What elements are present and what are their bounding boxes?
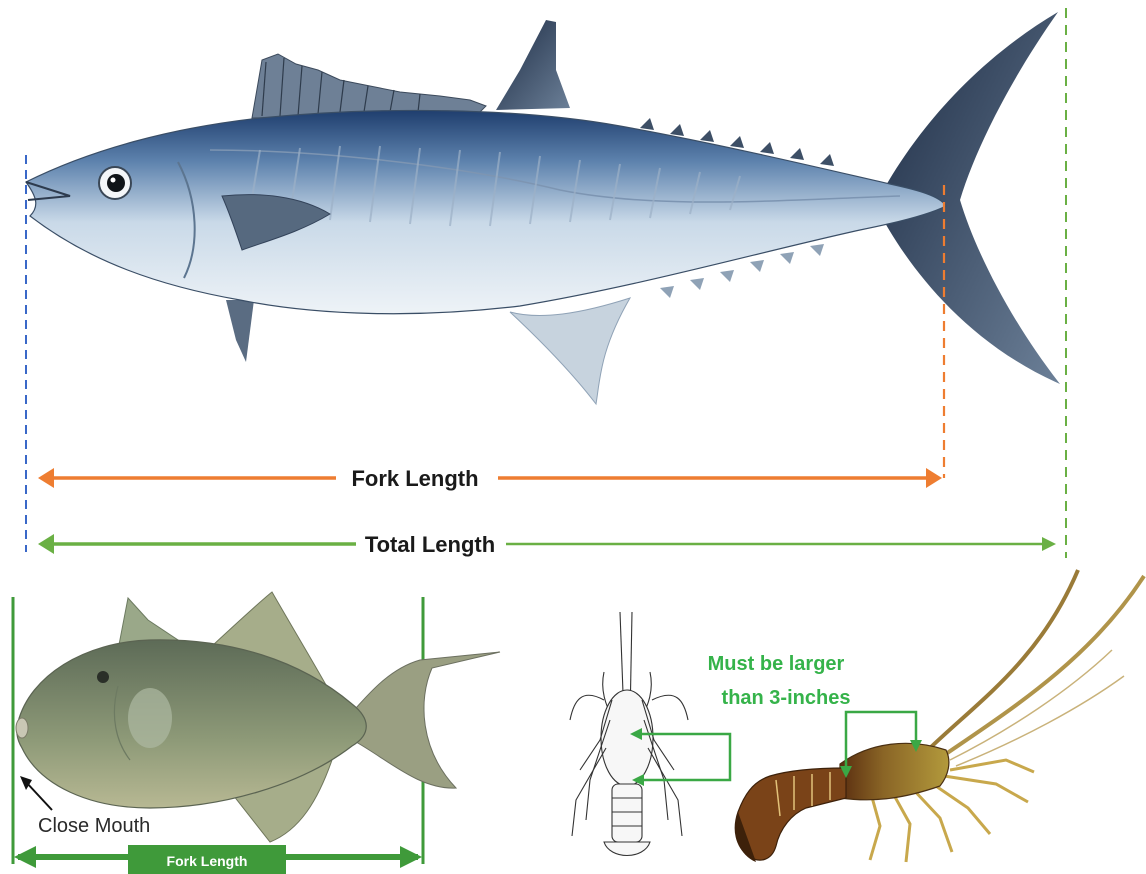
lobster-carapace [840, 743, 949, 799]
lobster-sketch-tail [612, 784, 642, 842]
fork-length-arrow [38, 468, 942, 488]
lobster-sketch-tail-fan [604, 842, 650, 856]
lobster-size-rule-line2: than 3-inches [722, 687, 851, 709]
total-length-label: Total Length [365, 532, 495, 557]
mackerel-pelvic-fin [226, 300, 254, 362]
lobster-antenna-lower [940, 576, 1144, 758]
mackerel-body [26, 110, 946, 313]
close-mouth-label: Close Mouth [38, 815, 150, 837]
mackerel-first-dorsal-fin [252, 54, 486, 118]
close-mouth-pointer [26, 782, 52, 810]
total-length-arrow [38, 534, 1056, 554]
mackerel-second-dorsal-fin [496, 20, 570, 110]
mackerel-anal-fin [510, 298, 630, 404]
mackerel-illustration [26, 12, 1060, 404]
triggerfish-tail [356, 652, 500, 788]
fork-length-label: Fork Length [351, 466, 478, 491]
triggerfish-eye [97, 671, 109, 683]
fork-length-badge-label: Fork Length [167, 853, 248, 869]
lobster-size-rule-line1: Must be larger [708, 653, 845, 675]
spiny-lobster-illustration [735, 570, 1144, 862]
lobster-antenna-upper [930, 570, 1078, 748]
lobster-sketch-carapace [601, 690, 653, 786]
